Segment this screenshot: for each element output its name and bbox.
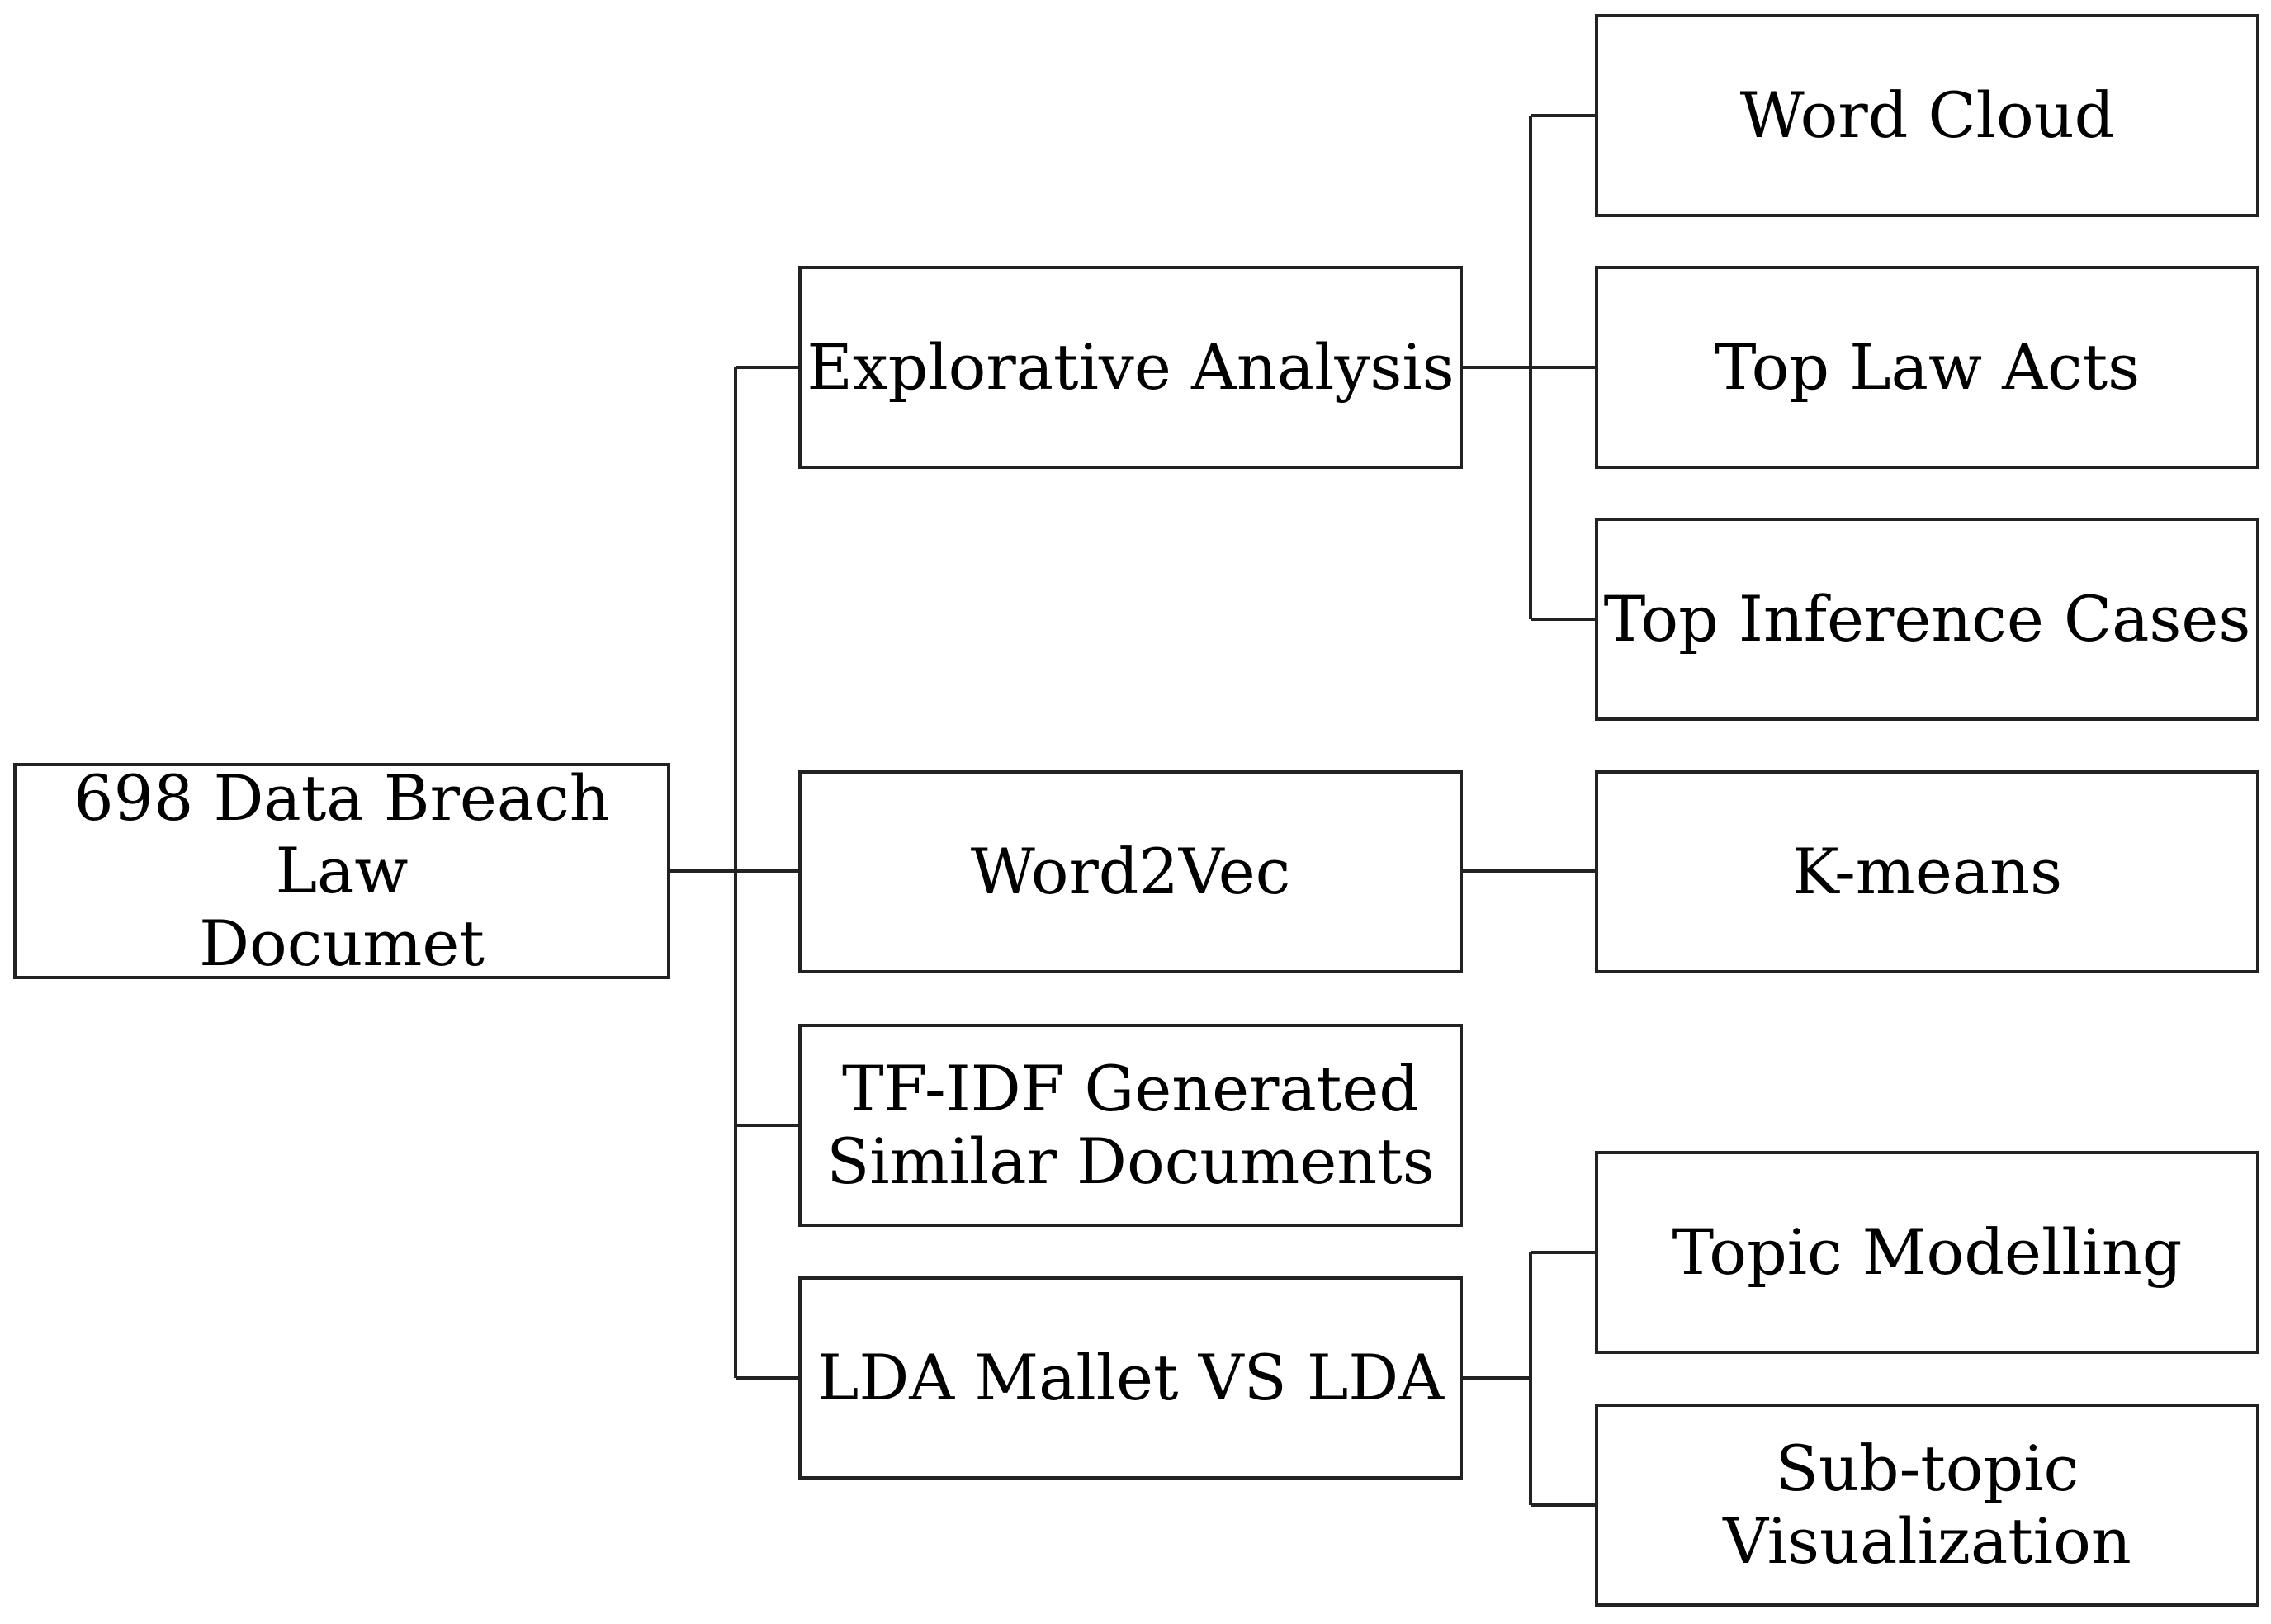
explorative-analysis-node: Explorative Analysis [798,266,1463,469]
kmeans-label: K-means [1791,835,2063,908]
top-inference-cases-node: Top Inference Cases [1595,518,2259,721]
subtopic-visualization-label: Sub-topic Visualization [1723,1432,2131,1578]
top-law-acts-node: Top Law Acts [1595,266,2259,469]
word2vec-node: Word2Vec [798,770,1463,973]
word2vec-label: Word2Vec [970,835,1291,908]
lda-node: LDA Mallet VS LDA [798,1276,1463,1480]
top-law-acts-label: Top Law Acts [1714,330,2141,404]
tfidf-node: TF-IDF Generated Similar Documents [798,1024,1463,1227]
topic-modelling-node: Topic Modelling [1595,1151,2259,1354]
explorative-analysis-label: Explorative Analysis [807,330,1455,404]
word-cloud-label: Word Cloud [1739,78,2115,152]
top-inference-cases-label: Top Inference Cases [1603,582,2251,656]
root-node-label: 698 Data Breach Law Documet [73,761,610,980]
tfidf-label: TF-IDF Generated Similar Documents [826,1052,1435,1198]
subtopic-visualization-node: Sub-topic Visualization [1595,1404,2259,1607]
word-cloud-node: Word Cloud [1595,14,2259,217]
kmeans-node: K-means [1595,770,2259,973]
topic-modelling-label: Topic Modelling [1672,1215,2183,1289]
root-node: 698 Data Breach Law Documet [13,761,670,980]
lda-label: LDA Mallet VS LDA [816,1341,1445,1414]
